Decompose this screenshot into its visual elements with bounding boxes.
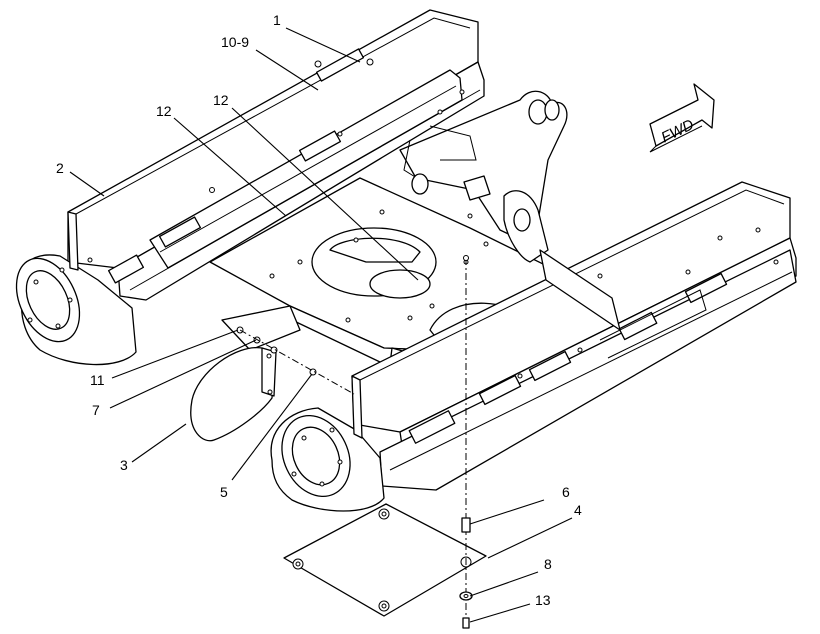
callout-7: 7 xyxy=(92,402,100,418)
callout-leaders xyxy=(69,27,573,623)
left-track-frame xyxy=(15,9,485,366)
callout-10-9: 10-9 xyxy=(221,34,249,50)
callout-6: 6 xyxy=(562,484,570,500)
callout-labels: 1 10-9 12 12 2 11 7 3 5 6 4 8 13 xyxy=(56,12,582,608)
right-track-frame xyxy=(270,181,797,512)
callout-2: 2 xyxy=(56,160,64,176)
callout-11: 11 xyxy=(90,372,105,388)
bottom-guard-plate-4 xyxy=(283,503,487,617)
callout-1: 1 xyxy=(273,12,281,28)
guard-bolt-stack xyxy=(459,255,473,629)
callout-5: 5 xyxy=(220,484,228,500)
callout-8: 8 xyxy=(544,556,552,572)
cover-plate-3 xyxy=(190,347,277,442)
callout-12a: 12 xyxy=(156,103,172,119)
callout-13: 13 xyxy=(535,592,551,608)
callout-3: 3 xyxy=(120,457,128,473)
callout-4: 4 xyxy=(574,502,582,518)
forward-direction-arrow: FWD xyxy=(649,83,715,153)
callout-12b: 12 xyxy=(213,92,229,108)
